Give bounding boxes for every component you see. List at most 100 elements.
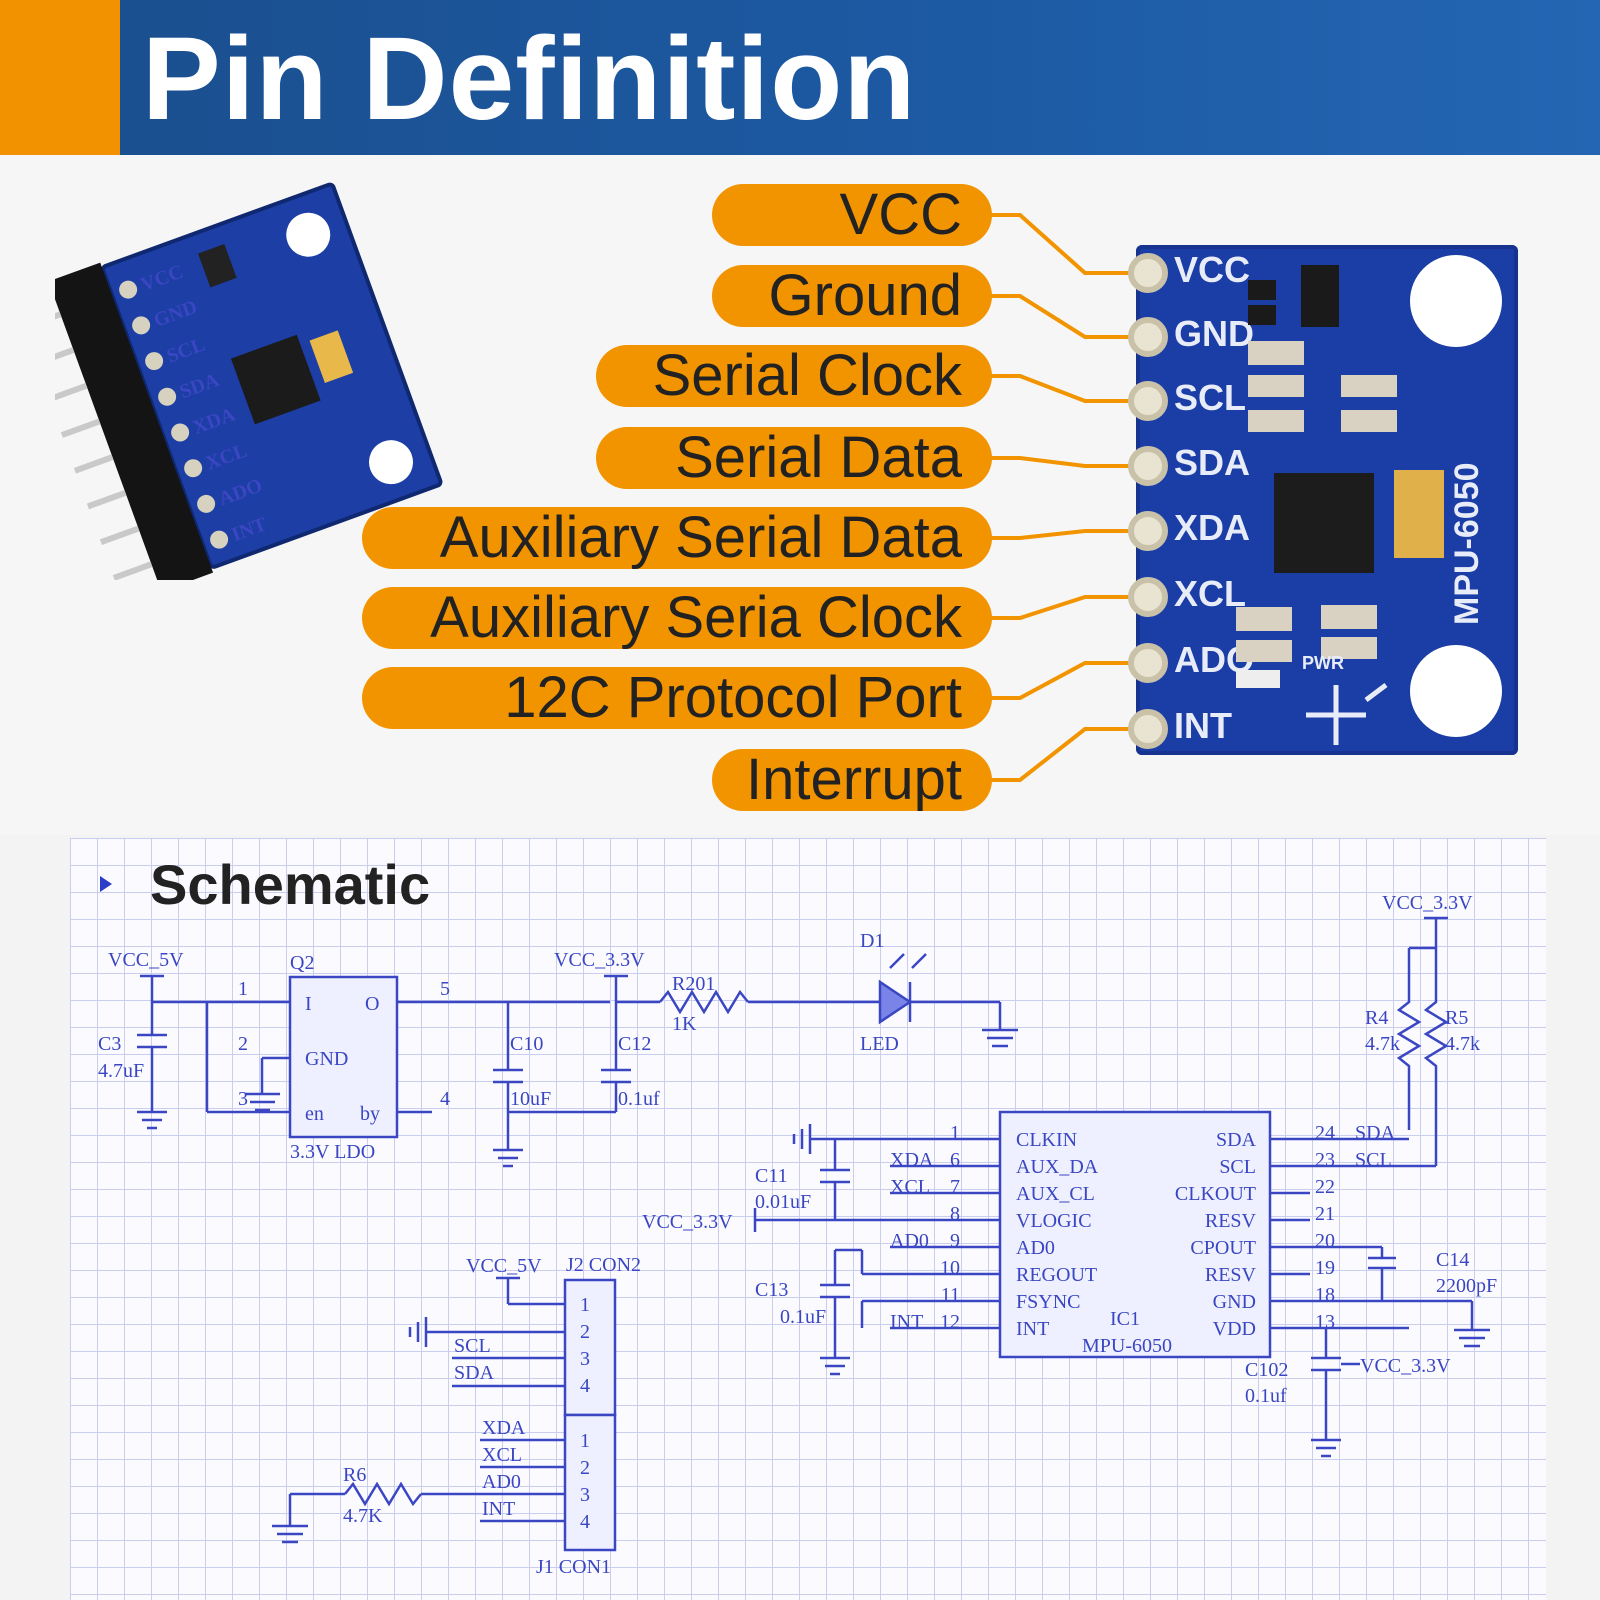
ic1-left-net: INT — [890, 1311, 923, 1333]
j1-pin-num: 3 — [580, 1484, 590, 1506]
c11-ref: C11 — [755, 1165, 788, 1187]
ic1-left-pin-num: 7 — [950, 1176, 960, 1198]
schematic-labels: VCC_5V VCC_3.3V VCC_3.3V VCC_3.3V VCC_3.3V VC… — [98, 892, 1497, 1578]
ic1-left-pin-num: 9 — [950, 1230, 960, 1252]
pin-label-serial-data: Serial Data — [596, 427, 992, 489]
page-title: Pin Definition — [142, 13, 917, 145]
ldo-pin-by: by — [360, 1103, 380, 1125]
pin-label-i2c-port: 12C Protocol Port — [362, 667, 992, 729]
c3-ref: C3 — [98, 1033, 121, 1055]
net-vcc33-label: VCC_3.3V — [1360, 1355, 1451, 1377]
ic1-left-pin-name: CLKIN — [1016, 1129, 1077, 1151]
j2-pin-num: 2 — [580, 1321, 590, 1343]
ldo-pin-num: 1 — [238, 978, 248, 1000]
r5-val: 4.7k — [1445, 1033, 1480, 1055]
j1-net: AD0 — [482, 1471, 521, 1493]
pad-gnd — [1128, 317, 1168, 357]
ic1-right-pin-num: 13 — [1315, 1311, 1335, 1333]
pin-label-aux-serial-clock: Auxiliary Seria Clock — [362, 587, 992, 649]
ic1-right-pin-name: CPOUT — [1190, 1237, 1256, 1259]
ic1-left-net: AD0 — [890, 1230, 929, 1252]
pad-int — [1128, 709, 1168, 749]
net-vcc33-label: VCC_3.3V — [642, 1211, 733, 1233]
c10-ref: C10 — [510, 1033, 543, 1055]
c14-ref: C14 — [1436, 1249, 1469, 1271]
c102-val: 0.1uf — [1245, 1385, 1287, 1407]
ldo-ref: Q2 — [290, 952, 314, 974]
pin-label-vcc: VCC — [712, 184, 992, 246]
pad-vcc — [1128, 253, 1168, 293]
ldo-pin-num: 3 — [238, 1088, 248, 1110]
mounting-hole-top — [1410, 255, 1502, 347]
c10-val: 10uF — [510, 1088, 551, 1110]
board-model-text: MPU-6050 — [1448, 462, 1486, 625]
c13-val: 0.1uF — [780, 1306, 826, 1328]
ic1-right-net: SCL — [1355, 1149, 1392, 1171]
ldo-pin-num: 5 — [440, 978, 450, 1000]
r5-ref: R5 — [1445, 1007, 1468, 1029]
header-accent-block — [0, 0, 120, 155]
net-vcc5v-label: VCC_5V — [108, 949, 184, 971]
board-label-pwr: PWR — [1302, 653, 1344, 673]
j1-pin-num: 4 — [580, 1511, 590, 1533]
j1-pin-num: 2 — [580, 1457, 590, 1479]
r4-val: 4.7k — [1365, 1033, 1400, 1055]
c13-ref: C13 — [755, 1279, 788, 1301]
ldo-pin-i: I — [305, 993, 312, 1015]
net-vcc33-label: VCC_3.3V — [554, 949, 645, 971]
c12-val: 0.1uf — [618, 1088, 660, 1110]
pin-label-serial-clock: Serial Clock — [596, 345, 992, 407]
ic1-ref: IC1 — [1110, 1308, 1140, 1330]
j1-pin-num: 1 — [580, 1430, 590, 1452]
board-label-vcc: VCC — [1174, 249, 1251, 290]
d1-ref: D1 — [860, 930, 884, 952]
pad-xda — [1128, 511, 1168, 551]
ic1-right-pin-name: RESV — [1205, 1264, 1257, 1286]
ic1-right-pin-name: RESV — [1205, 1210, 1257, 1232]
pin-label-ground: Ground — [712, 265, 992, 327]
c11-val: 0.01uF — [755, 1191, 811, 1213]
ic1-right-pin-num: 23 — [1315, 1149, 1335, 1171]
pad-xcl — [1128, 577, 1168, 617]
ic1-left-pin-name: AUX_CL — [1016, 1183, 1095, 1205]
ic1-right-pin-num: 24 — [1315, 1122, 1335, 1144]
ic1-left-pin-name: AUX_DA — [1016, 1156, 1099, 1178]
net-vcc5v-label: VCC_5V — [466, 1255, 542, 1277]
ldo-pin-num: 4 — [440, 1088, 450, 1110]
ldo-pin-en: en — [305, 1103, 324, 1125]
header-banner: Pin Definition — [0, 0, 1600, 155]
d1-val: LED — [860, 1033, 899, 1055]
ic1-left-pin-num: 8 — [950, 1203, 960, 1225]
ic1-left-pin-name: VLOGIC — [1016, 1210, 1092, 1232]
c14-val: 2200pF — [1436, 1275, 1497, 1297]
ic1-left-pin-num: 12 — [940, 1311, 960, 1333]
ic1-left-pin-num: 11 — [941, 1284, 960, 1306]
ic1-left-pin-name: FSYNC — [1016, 1291, 1080, 1313]
bullet-icon — [100, 876, 112, 892]
ic1-right-pin-name: SCL — [1219, 1156, 1256, 1178]
ldo-pin-num: 2 — [238, 1033, 248, 1055]
j1-net: XDA — [482, 1417, 526, 1439]
ic1-left-net: XDA — [890, 1149, 934, 1171]
j2-net: SDA — [454, 1362, 495, 1384]
c3-val: 4.7uF — [98, 1060, 144, 1082]
board-label-xda: XDA — [1174, 507, 1251, 548]
pad-scl — [1128, 381, 1168, 421]
j1-net: INT — [482, 1498, 515, 1520]
schematic-title: Schematic — [150, 853, 431, 916]
ic1-right-pin-num: 21 — [1315, 1203, 1335, 1225]
ic1-right-pin-name: VDD — [1213, 1318, 1256, 1340]
net-vcc33-label: VCC_3.3V — [1382, 892, 1473, 914]
j1-label: J1 CON1 — [536, 1556, 611, 1578]
j1-net: XCL — [482, 1444, 522, 1466]
ic1-right-pin-name: SDA — [1216, 1129, 1257, 1151]
ic1-right-pin-num: 20 — [1315, 1230, 1335, 1252]
ic1-left-pin-num: 6 — [950, 1149, 960, 1171]
ic1-right-pin-name: GND — [1213, 1291, 1256, 1313]
board-label-xcl: XCL — [1174, 573, 1246, 614]
ic1-left-pin-name: REGOUT — [1016, 1264, 1097, 1286]
ic1-left-pin-name: AD0 — [1016, 1237, 1055, 1259]
j2-pin-num: 1 — [580, 1294, 590, 1316]
mpu6050-board: VCC GND SCL SDA XDA XCL ADO INT MPU-6050… — [1128, 245, 1518, 755]
